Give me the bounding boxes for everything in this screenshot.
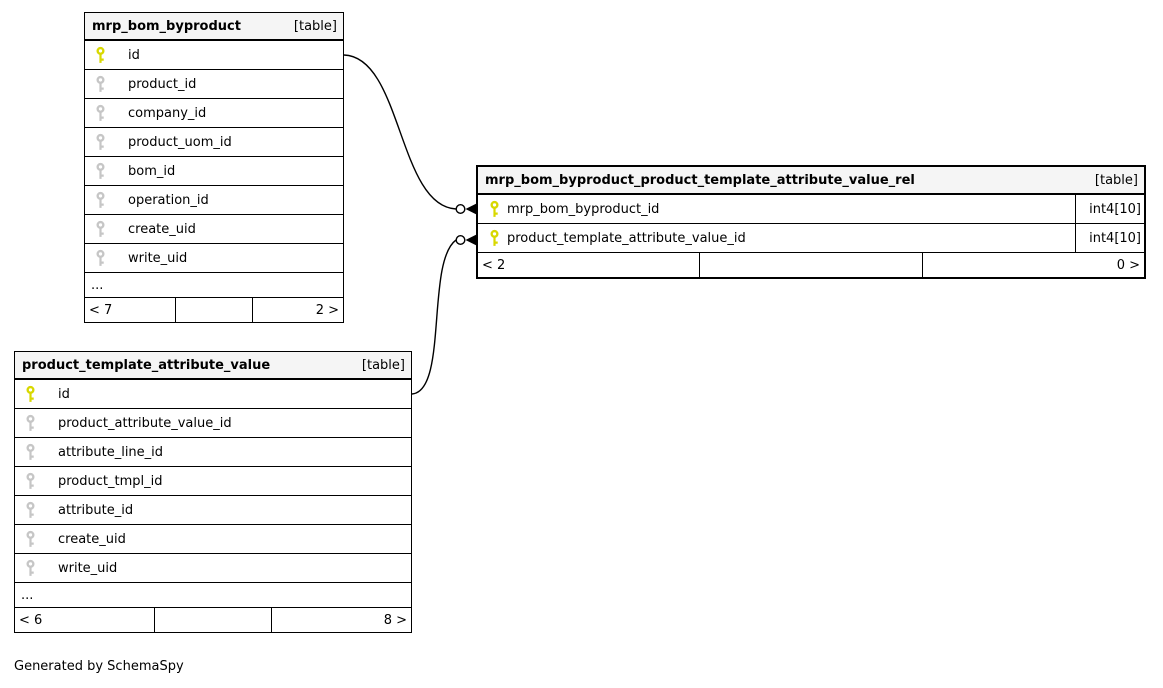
table-type-badge: [table] [293, 18, 337, 34]
foreign-key-icon [95, 103, 107, 123]
column-row-company_id: company_id [85, 99, 343, 128]
column-name: attribute_line_id [58, 444, 164, 460]
column-name: product_tmpl_id [58, 473, 163, 489]
column-row-product_id: product_id [85, 70, 343, 99]
table-footer: < 2 0 > [478, 253, 1144, 277]
foreign-key-icon [95, 161, 107, 181]
footer-parents-count: < 7 [89, 302, 113, 318]
column-row-attribute_line_id: attribute_line_id [15, 438, 411, 467]
foreign-key-icon [95, 248, 107, 268]
column-row-create_uid: create_uid [15, 525, 411, 554]
fk-endpoint-circle [455, 203, 466, 214]
column-row-bom_id: bom_id [85, 157, 343, 186]
table-header: mrp_bom_byproduct [table] [85, 13, 343, 41]
column-name: write_uid [128, 250, 188, 266]
column-name: company_id [128, 105, 207, 121]
primary-key-icon [95, 45, 107, 65]
foreign-key-icon [25, 413, 37, 433]
column-row-operation_id: operation_id [85, 186, 343, 215]
column-row-product_tmpl_id: product_tmpl_id [15, 467, 411, 496]
column-row-product_attribute_value_id: product_attribute_value_id [15, 409, 411, 438]
primary-key-icon [489, 199, 501, 219]
foreign-key-icon [25, 442, 37, 462]
relationship-curve-attr-value-id [411, 234, 476, 395]
table-header: mrp_bom_byproduct_product_template_attri… [478, 167, 1144, 195]
fk-arrowhead-icon [465, 234, 476, 246]
table-footer: < 7 2 > [85, 298, 343, 322]
generated-by-note: Generated by SchemaSpy [14, 659, 184, 674]
column-row-product_uom_id: product_uom_id [85, 128, 343, 157]
table-type-badge: [table] [361, 357, 405, 373]
foreign-key-icon [25, 558, 37, 578]
footer-middle-cell [699, 253, 921, 277]
table-node-product_template_attribute_value[interactable]: product_template_attribute_value [table]… [14, 351, 412, 633]
footer-children-count: 0 > [921, 253, 1144, 277]
column-name: product_template_attribute_value_id [507, 230, 746, 246]
column-row-product_template_attribute_value_id: product_template_attribute_value_id int4… [478, 224, 1144, 253]
column-name: id [128, 47, 140, 63]
foreign-key-icon [95, 219, 107, 239]
column-name: product_uom_id [128, 134, 232, 150]
column-name: attribute_id [58, 502, 134, 518]
foreign-key-icon [25, 500, 37, 520]
relationship-curve-byproduct-id [343, 54, 476, 215]
foreign-key-icon [95, 74, 107, 94]
column-row-create_uid: create_uid [85, 215, 343, 244]
column-name: product_attribute_value_id [58, 415, 232, 431]
footer-parents-count: < 6 [19, 612, 43, 628]
footer-middle-cell [174, 298, 252, 322]
ellipsis-row: ... [15, 583, 411, 608]
table-footer: < 6 8 > [15, 608, 411, 632]
table-title: mrp_bom_byproduct_product_template_attri… [485, 172, 915, 188]
column-row-id: id [15, 380, 411, 409]
column-name: write_uid [58, 560, 118, 576]
foreign-key-icon [95, 190, 107, 210]
column-name: id [58, 386, 70, 402]
column-name: product_id [128, 76, 197, 92]
column-row-write_uid: write_uid [15, 554, 411, 583]
foreign-key-icon [95, 132, 107, 152]
table-node-mrp_bom_byproduct_product_template_attribute_value_rel[interactable]: mrp_bom_byproduct_product_template_attri… [476, 165, 1146, 279]
footer-children-count: 2 > [252, 298, 343, 322]
table-type-badge: [table] [1094, 172, 1138, 188]
primary-key-icon [489, 228, 501, 248]
column-row-write_uid: write_uid [85, 244, 343, 273]
footer-parents-count: < 2 [482, 257, 506, 273]
footer-children-count: 8 > [271, 608, 411, 632]
table-title: mrp_bom_byproduct [92, 18, 241, 34]
column-name: create_uid [58, 531, 126, 547]
table-node-mrp_bom_byproduct[interactable]: mrp_bom_byproduct [table] id product_id … [84, 12, 344, 323]
footer-middle-cell [153, 608, 272, 632]
column-type: int4[10] [1075, 224, 1144, 252]
fk-endpoint-circle [455, 234, 466, 245]
ellipsis-row: ... [85, 273, 343, 298]
column-name: create_uid [128, 221, 196, 237]
fk-arrowhead-icon [465, 203, 476, 215]
column-type: int4[10] [1075, 195, 1144, 223]
table-header: product_template_attribute_value [table] [15, 352, 411, 380]
table-title: product_template_attribute_value [22, 357, 271, 373]
column-row-mrp_bom_byproduct_id: mrp_bom_byproduct_id int4[10] [478, 195, 1144, 224]
foreign-key-icon [25, 471, 37, 491]
column-row-attribute_id: attribute_id [15, 496, 411, 525]
foreign-key-icon [25, 529, 37, 549]
column-name: mrp_bom_byproduct_id [507, 201, 660, 217]
column-name: bom_id [128, 163, 176, 179]
column-row-id: id [85, 41, 343, 70]
primary-key-icon [25, 384, 37, 404]
column-name: operation_id [128, 192, 209, 208]
